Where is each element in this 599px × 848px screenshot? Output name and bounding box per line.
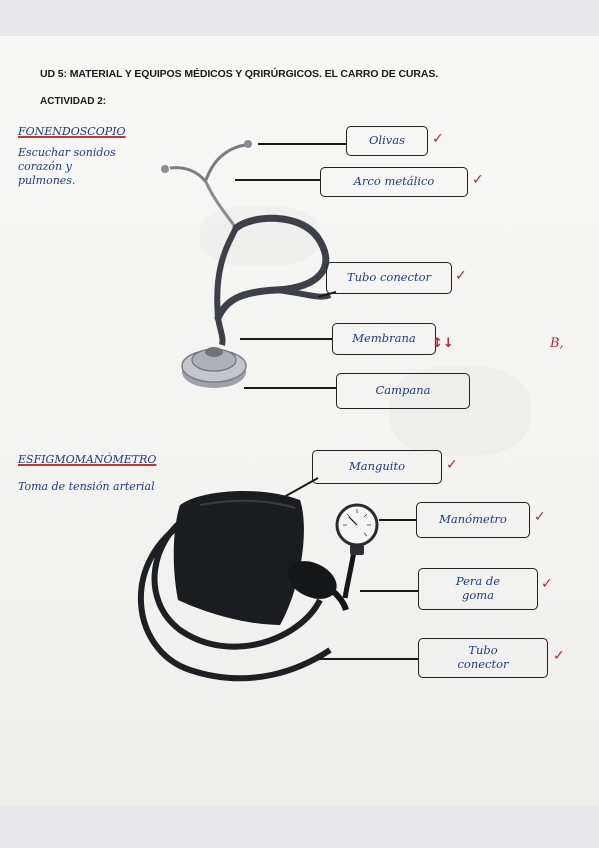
check-mark: ✓: [455, 268, 467, 284]
margin-mark: B,: [550, 336, 564, 351]
sphyg-cuff: [173, 490, 304, 625]
stethoscope-tube: [214, 214, 330, 322]
label-box-manometro: Manómetro: [416, 502, 530, 538]
stethoscope-tube: [214, 226, 239, 319]
stethoscope-tube: [215, 317, 226, 346]
stethoscope-binaural: [204, 181, 238, 229]
label-box-manguito: Manguito: [312, 450, 442, 484]
sphygmomanometer-note: Toma de tensión arterial: [18, 480, 155, 493]
check-mark: ✓: [472, 172, 484, 188]
activity-label: ACTIVIDAD 2:: [40, 96, 107, 107]
label-box-tubo-conector-sphyg: Tubo conector: [418, 638, 548, 678]
check-mark: ✓: [446, 457, 458, 473]
label-box-tubo-conector: Tubo conector: [326, 262, 452, 294]
check-mark: ✓: [432, 131, 444, 147]
bleed-through-shadow: [390, 366, 530, 456]
worksheet-page: [0, 36, 599, 806]
stethoscope-stem: [205, 347, 223, 357]
label-box-arco-metalico: Arco metálico: [320, 167, 468, 197]
label-box-membrana: Membrana: [332, 323, 436, 355]
sphygmomanometer-heading: ESFIGMOMANÓMETRO: [18, 453, 157, 466]
label-box-campana: Campana: [336, 373, 470, 409]
stethoscope-image: [161, 140, 332, 388]
stethoscope-eartube: [169, 166, 208, 183]
check-mark: ✓: [541, 576, 553, 592]
label-leader-lines: [235, 143, 418, 660]
sphyg-bulb: [287, 561, 337, 599]
sphyg-gauge-needle: [348, 516, 358, 526]
stethoscope-note: Escuchar sonidos corazón y pulmones.: [18, 146, 116, 187]
stethoscope-eartube: [204, 143, 246, 181]
stethoscope-heading: FONENDOSCOPIO: [18, 125, 126, 138]
stethoscope-eartip: [244, 140, 252, 148]
sphygmomanometer-image: [138, 490, 379, 682]
label-box-pera-de-goma: Pera de goma: [418, 568, 538, 610]
stethoscope-eartip: [161, 165, 169, 173]
correction-mark: ↕↓: [432, 336, 454, 351]
check-mark: ✓: [553, 648, 565, 664]
label-box-olivas: Olivas: [346, 126, 428, 156]
page-title: UD 5: MATERIAL Y EQUIPOS MÉDICOS Y QRIRÚ…: [40, 68, 439, 80]
sphyg-valve: [350, 545, 364, 555]
sphyg-tube: [138, 517, 332, 682]
sphyg-tube: [151, 512, 323, 650]
stethoscope-tube: [275, 287, 332, 300]
check-mark: ✓: [534, 509, 546, 525]
